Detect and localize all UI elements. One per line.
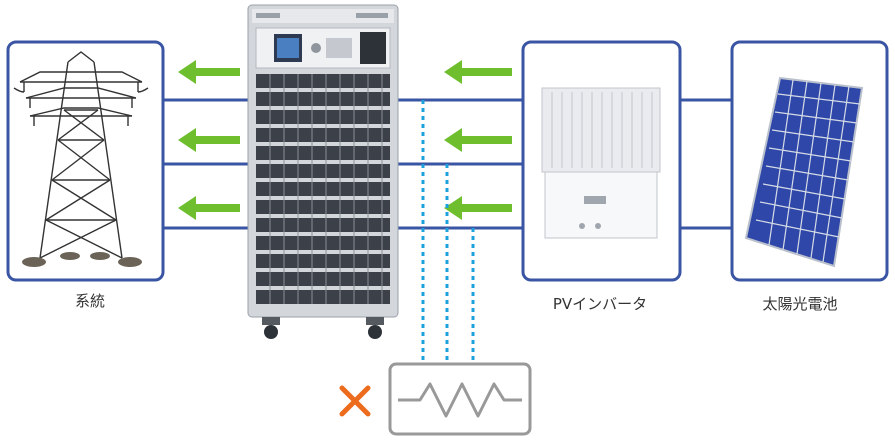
cross-mark-icon — [339, 385, 371, 417]
flow-arrow-icon — [444, 196, 512, 220]
flow-arrow-icon — [444, 60, 512, 84]
flow-arrows-to-simulator — [444, 60, 512, 220]
pv-inverter-label: PVインバータ — [552, 295, 648, 313]
solar-panel-icon — [744, 76, 864, 268]
flow-arrow-icon — [178, 60, 240, 84]
flow-arrow-icon — [178, 128, 240, 152]
tower-footings — [22, 252, 142, 267]
grid-label: 系統 — [74, 292, 105, 310]
solar-cell-label: 太陽光電池 — [762, 295, 838, 313]
cabinet-casters — [262, 317, 384, 339]
pv-inverter-icon — [541, 87, 661, 239]
resistor-load-icon — [388, 362, 532, 436]
pv-inverter-box — [521, 40, 682, 282]
cabinet-vents — [256, 74, 390, 304]
flow-arrows-to-grid — [178, 60, 240, 220]
flow-arrow-icon — [444, 128, 512, 152]
load-connection-lines — [421, 100, 475, 362]
solar-panel-box — [730, 40, 889, 282]
transmission-tower-icon — [13, 51, 149, 259]
grid-box — [6, 40, 165, 282]
grid-simulator-cabinet-icon — [247, 4, 399, 339]
flow-arrow-icon — [178, 196, 240, 220]
